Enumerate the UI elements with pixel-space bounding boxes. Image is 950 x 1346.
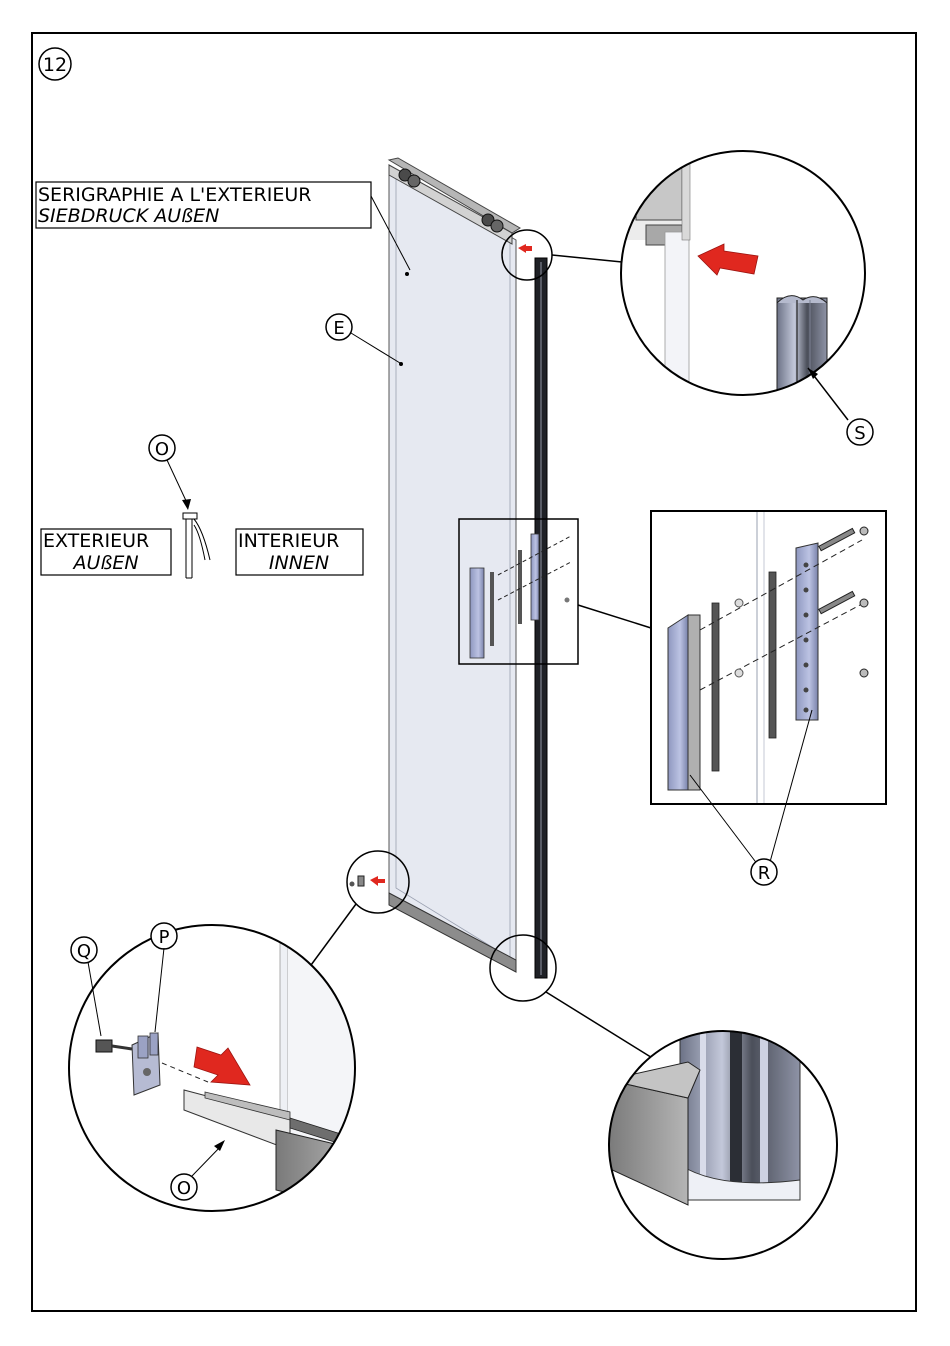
callout-e-label: E bbox=[333, 318, 344, 339]
screen-print-note-de: SIEBDRUCK AUßEN bbox=[38, 205, 219, 227]
glass-panel bbox=[350, 158, 548, 978]
inside-label-fr: INTERIEUR bbox=[238, 530, 339, 552]
callout-r-label: R bbox=[758, 863, 771, 884]
callout-p-label: P bbox=[159, 927, 170, 948]
callout-s-label: S bbox=[854, 423, 865, 444]
outside-label-de: AUßEN bbox=[71, 552, 138, 574]
top-detail-marker bbox=[502, 230, 622, 280]
screen-print-note-fr: SERIGRAPHIE A L'EXTERIEUR bbox=[38, 184, 311, 206]
bottom-right-detail-circle bbox=[608, 1025, 837, 1259]
handle-detail-box bbox=[651, 511, 886, 804]
handle-inner bbox=[796, 543, 818, 720]
step-number: 12 bbox=[43, 54, 67, 76]
bottom-clip-small bbox=[350, 876, 365, 887]
bottom-left-detail-circle bbox=[69, 925, 360, 1211]
callout-o-top-label: O bbox=[155, 439, 169, 460]
callout-o-top: O bbox=[149, 435, 191, 510]
outside-label-fr: EXTERIEUR bbox=[43, 530, 149, 552]
handle-leader bbox=[578, 605, 651, 628]
bottom-insert-arrow bbox=[370, 876, 385, 886]
step-number-badge: 12 bbox=[39, 48, 71, 80]
handle-outer bbox=[668, 615, 688, 790]
top-detail-circle bbox=[600, 150, 865, 420]
callout-o-detail-label: O bbox=[177, 1178, 191, 1199]
inside-label-de: INNEN bbox=[269, 552, 329, 574]
callout-s: S bbox=[847, 419, 873, 445]
top-insert-arrow bbox=[518, 244, 532, 253]
callout-q-label: Q bbox=[77, 941, 91, 962]
screen-print-note: SERIGRAPHIE A L'EXTERIEUR SIEBDRUCK AUßE… bbox=[36, 182, 410, 270]
orientation-legend: O EXTERIEUR AUßEN INTERIEUR INNEN bbox=[41, 435, 363, 578]
seal-profile-detail bbox=[777, 298, 827, 418]
profile-section-icon bbox=[183, 513, 210, 578]
